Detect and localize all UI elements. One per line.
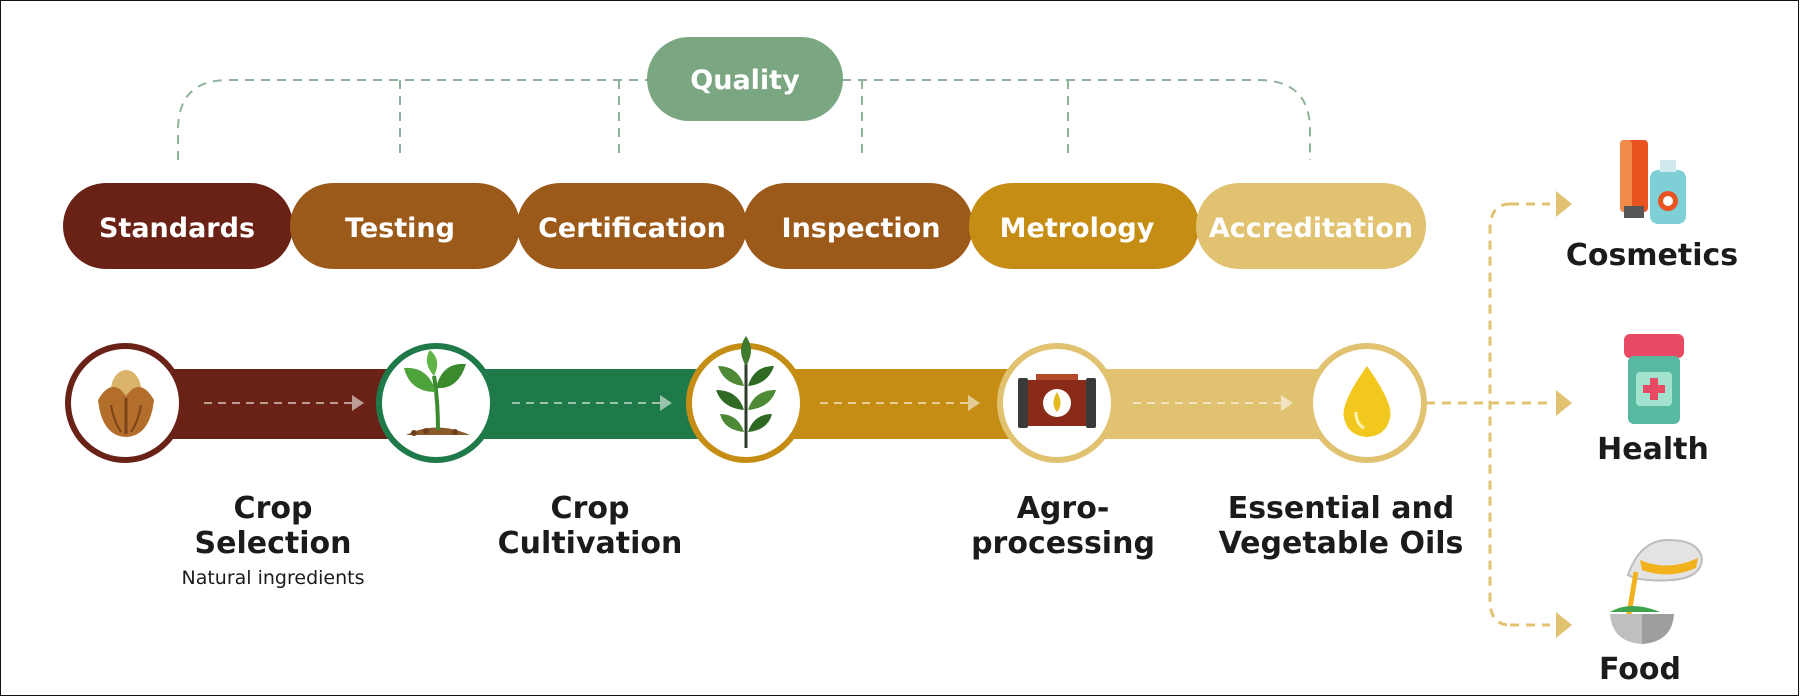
step-1-line2: Selection xyxy=(195,526,352,561)
pill-accreditation-label: Accreditation xyxy=(1209,213,1413,244)
pill-inspection-label: Inspection xyxy=(782,213,941,244)
step-agro-processing: Agro- processing xyxy=(971,491,1155,561)
chain-node-sprout xyxy=(376,343,496,463)
quality-components-row: Standards Testing Certification Inspecti… xyxy=(63,183,1426,269)
health-bottle-icon xyxy=(1624,334,1684,424)
quality-node: Quality xyxy=(647,37,843,121)
output-health-label: Health xyxy=(1597,432,1709,467)
oil-drop-icon xyxy=(1343,366,1391,437)
flow-arrow-2 xyxy=(512,395,672,411)
sprout-icon xyxy=(404,350,470,436)
output-connectors xyxy=(1426,202,1550,627)
pill-testing: Testing xyxy=(290,183,520,269)
flow-arrow-1 xyxy=(204,395,364,411)
arrowhead-food xyxy=(1556,612,1572,638)
output-health: Health xyxy=(1597,334,1709,467)
step-crop-selection: Crop Selection Natural ingredients xyxy=(181,491,364,589)
step-2-line2: Cultivation xyxy=(498,526,683,561)
step-4-line2: Vegetable Oils xyxy=(1219,526,1464,561)
chain-flow-arrows xyxy=(204,395,1293,411)
step-crop-cultivation: Crop Cultivation xyxy=(498,491,683,561)
plant-branch-icon xyxy=(716,336,776,448)
quality-bracket xyxy=(177,79,1311,160)
arrowhead-cosmetics xyxy=(1556,191,1572,217)
pill-standards-label: Standards xyxy=(99,213,255,244)
flow-arrow-4 xyxy=(1133,395,1293,411)
pill-accreditation: Accreditation xyxy=(1196,183,1426,269)
step-essential-oils: Essential and Vegetable Oils xyxy=(1219,491,1464,561)
pill-certification: Certification xyxy=(517,183,747,269)
step-1-line1: Crop xyxy=(234,491,313,526)
step-1-subtitle: Natural ingredients xyxy=(181,567,364,589)
pill-standards: Standards xyxy=(63,183,293,269)
step-2-line1: Crop xyxy=(551,491,630,526)
cosmetics-icon xyxy=(1620,140,1686,224)
chain-node-seed xyxy=(65,343,185,463)
output-food: Food xyxy=(1599,538,1704,687)
seed-icon xyxy=(98,370,154,437)
chain-node-plant xyxy=(686,336,806,463)
flow-arrow-3 xyxy=(820,395,980,411)
output-arrowheads xyxy=(1556,191,1572,638)
pill-testing-label: Testing xyxy=(345,213,455,244)
pill-inspection: Inspection xyxy=(743,183,973,269)
food-bowl-icon xyxy=(1610,538,1704,644)
pill-metrology: Metrology xyxy=(969,183,1199,269)
step-3-line1: Agro- xyxy=(1017,491,1110,526)
output-cosmetics-label: Cosmetics xyxy=(1566,238,1738,273)
quality-label: Quality xyxy=(690,65,800,96)
quality-pill xyxy=(647,37,843,121)
processing-machine-icon xyxy=(1018,374,1096,428)
arrowhead-health xyxy=(1556,390,1572,416)
pill-certification-label: Certification xyxy=(538,213,726,244)
pill-metrology-label: Metrology xyxy=(1000,213,1155,244)
output-food-label: Food xyxy=(1599,652,1681,687)
chain-node-processing xyxy=(997,343,1117,463)
step-4-line1: Essential and xyxy=(1228,491,1455,526)
chain-node-oil xyxy=(1307,343,1427,463)
output-cosmetics: Cosmetics xyxy=(1566,140,1738,273)
step-3-line2: processing xyxy=(971,526,1155,561)
